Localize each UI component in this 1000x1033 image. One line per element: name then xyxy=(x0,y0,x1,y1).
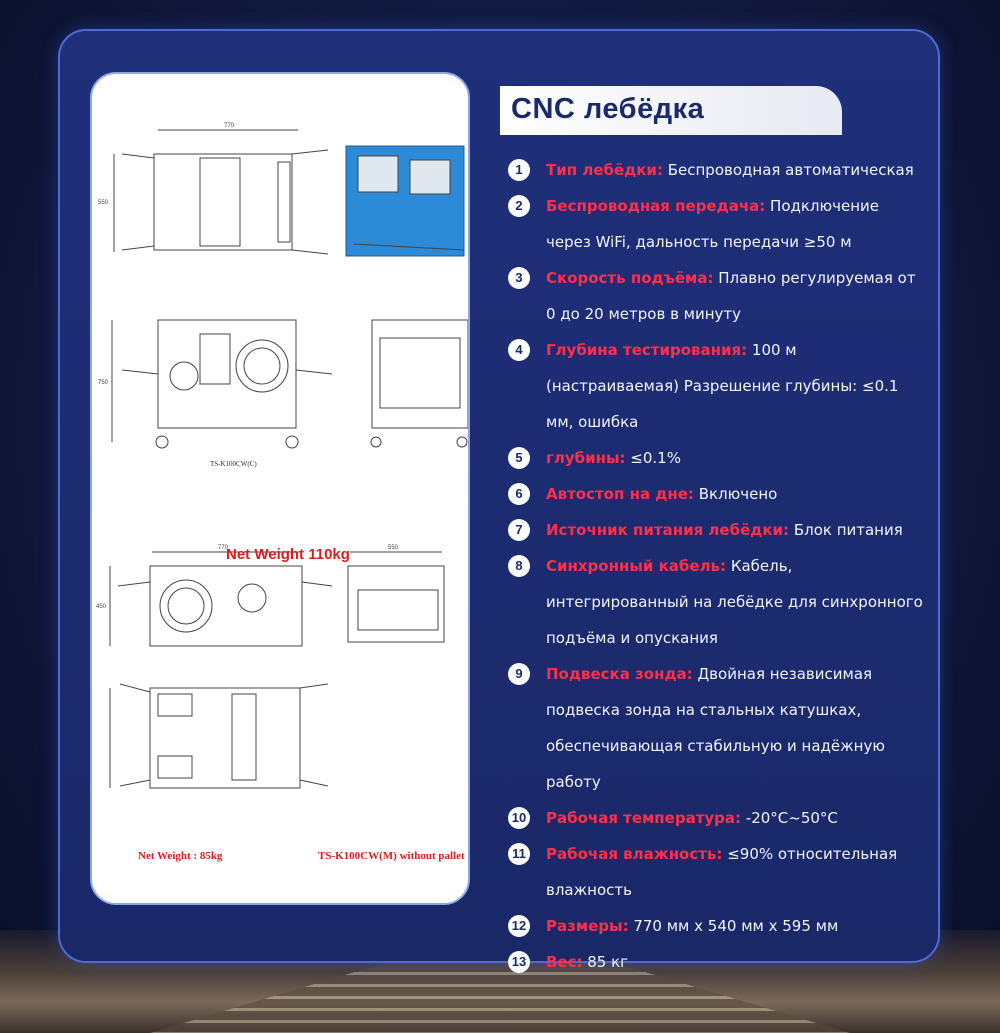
spec-label: Беспроводная передача: xyxy=(546,197,766,215)
spec-value: Подключение через WiFi, дальность переда… xyxy=(546,197,880,251)
spec-item: 13 Вес: 85 кг xyxy=(508,944,928,980)
spec-item: 1 Тип лебёдки: Беспроводная автоматическа… xyxy=(508,152,928,188)
spec-value: 100 м (настраиваемая) Разрешение глубины… xyxy=(546,341,899,431)
spec-list: 1 Тип лебёдки: Беспроводная автоматическа… xyxy=(508,152,928,980)
number-badge: 9 xyxy=(508,663,530,685)
number-badge: 6 xyxy=(508,483,530,505)
spec-item: 3 Скорость подъёма: Плавно регулируемая о… xyxy=(508,260,928,332)
spec-label: Рабочая температура: xyxy=(546,809,742,827)
net-weight-large: Net Weight 110kg xyxy=(226,546,350,563)
spec-label: Скорость подъёма: xyxy=(546,269,714,287)
spec-item: 12 Размеры: 770 мм x 540 мм x 595 мм xyxy=(508,908,928,944)
dim-label: 770 xyxy=(218,545,229,551)
spec-label: Автостоп на дне: xyxy=(546,485,694,503)
spec-label: Глубина тестирования: xyxy=(546,341,748,359)
spec-value: 85 кг xyxy=(582,953,629,971)
spec-item: 5 глубины: ≤0.1% xyxy=(508,440,928,476)
spec-item: 8 Синхронный кабель: Кабель, интегрирован… xyxy=(508,548,928,656)
number-badge: 1 xyxy=(508,159,530,181)
title-bar: CNC лебёдка xyxy=(500,86,842,135)
spec-value: Плавно регулируемая от 0 до 20 метров в … xyxy=(546,269,916,323)
number-badge: 7 xyxy=(508,519,530,541)
number-badge: 8 xyxy=(508,555,530,577)
number-badge: 12 xyxy=(508,915,530,937)
spec-item: 2 Беспроводная передача: Подключение чере… xyxy=(508,188,928,260)
spec-value: 770 мм x 540 мм x 595 мм xyxy=(628,917,839,935)
number-badge: 5 xyxy=(508,447,530,469)
spec-item: 7 Источник питания лебёдки: Блок питания xyxy=(508,512,928,548)
number-badge: 4 xyxy=(508,339,530,361)
model-caption: TS-K100CW(C) xyxy=(210,460,257,468)
spec-label: Синхронный кабель: xyxy=(546,557,727,575)
number-badge: 3 xyxy=(508,267,530,289)
spec-label: Подвеска зонда: xyxy=(546,665,693,683)
dim-label: 770 xyxy=(224,123,235,129)
dim-label: 550 xyxy=(98,200,109,206)
spec-value: ≤0.1% xyxy=(625,449,681,467)
spec-value: Двойная независимая подвеска зонда на ст… xyxy=(546,665,885,791)
net-weight-small: Net Weight : 85kg xyxy=(138,850,223,862)
dim-label: 550 xyxy=(388,545,399,551)
spec-value: ≤90% относительная влажность xyxy=(546,845,898,899)
dim-label: 750 xyxy=(98,380,109,386)
spec-label: Источник питания лебёдки: xyxy=(546,521,790,539)
spec-label: Тип лебёдки: xyxy=(546,161,663,179)
spec-item: 11 Рабочая влажность: ≤90% относительная … xyxy=(508,836,928,908)
spec-value: Блок питания xyxy=(789,521,903,539)
spec-label: Вес: xyxy=(546,953,583,971)
spec-label: глубины: xyxy=(546,449,626,467)
number-badge: 13 xyxy=(508,951,530,973)
model-without-pallet: TS-K100CW(M) without pallet xyxy=(318,850,465,862)
number-badge: 11 xyxy=(508,843,530,865)
technical-drawing-card: 770 550 750 770 450 550 TS-K100CW(C) Net… xyxy=(90,72,470,905)
number-badge: 10 xyxy=(508,807,530,829)
page-title: CNC лебёдка xyxy=(511,93,705,125)
spec-item: 9 Подвеска зонда: Двойная независимая под… xyxy=(508,656,928,800)
dim-label: 450 xyxy=(96,604,107,610)
spec-value: Беспроводная автоматическая xyxy=(662,161,914,179)
spec-value: Включено xyxy=(693,485,778,503)
spec-item: 4 Глубина тестирования: 100 м (настраивае… xyxy=(508,332,928,440)
spec-item: 10 Рабочая температура: -20°C~50°C xyxy=(508,800,928,836)
technical-drawing: 770 550 750 770 450 550 xyxy=(96,123,468,789)
spec-value: -20°C~50°C xyxy=(741,809,838,827)
spec-item: 6 Автостоп на дне: Включено xyxy=(508,476,928,512)
spec-value: Кабель, интегрированный на лебёдке для с… xyxy=(546,557,923,647)
spec-label: Рабочая влажность: xyxy=(546,845,723,863)
spec-label: Размеры: xyxy=(546,917,629,935)
number-badge: 2 xyxy=(508,195,530,217)
